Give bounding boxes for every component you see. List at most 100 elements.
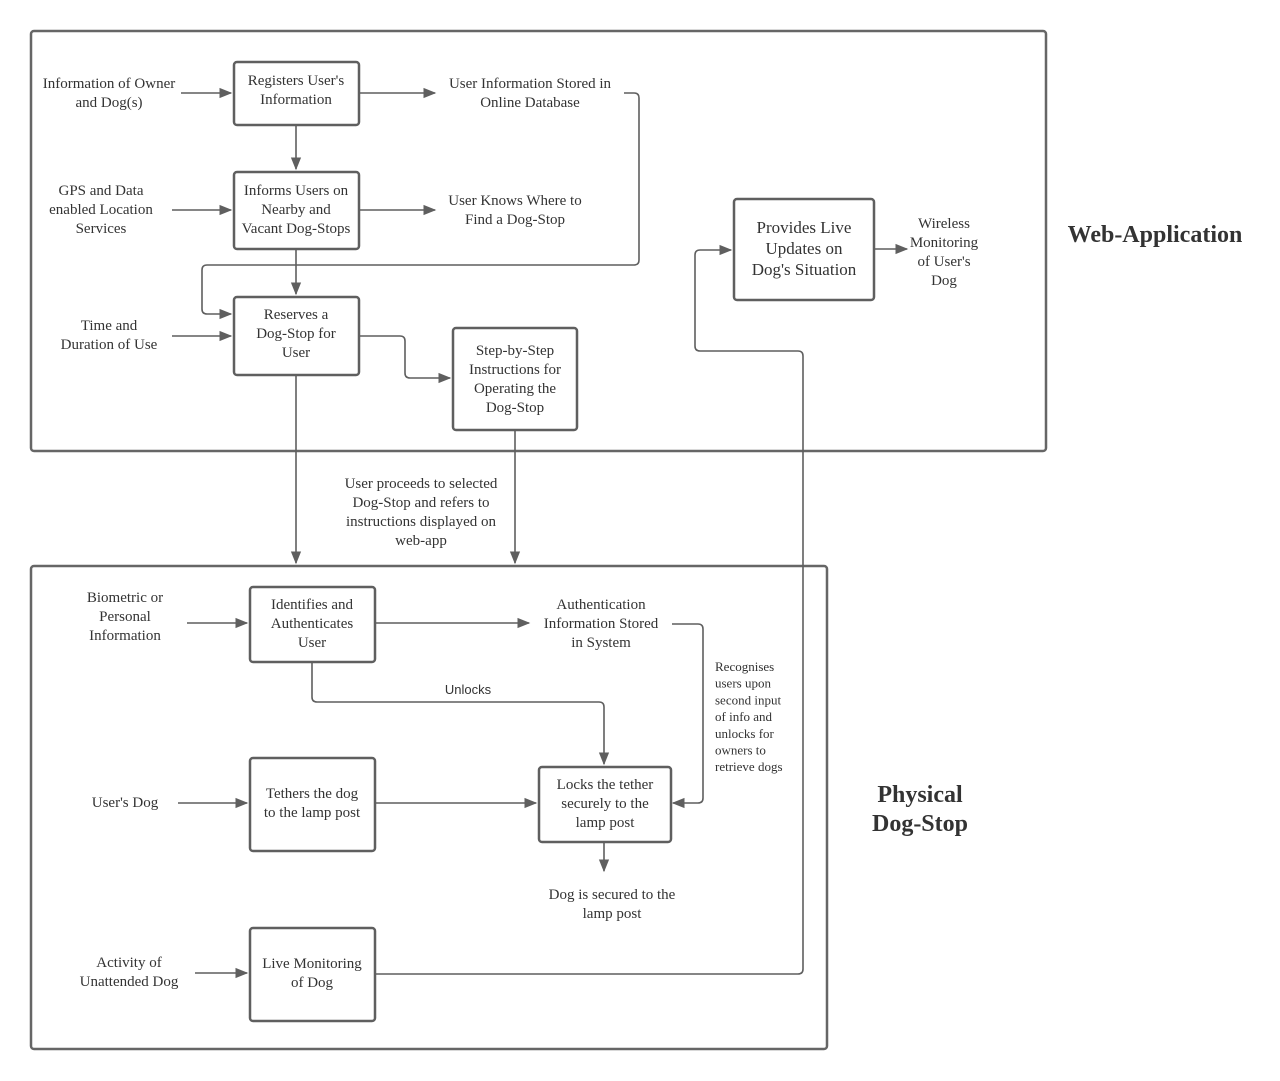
text-line: GPS and Data bbox=[59, 183, 144, 199]
identifies-box bbox=[248, 585, 377, 664]
text-line: Activity of bbox=[96, 955, 161, 971]
knows-where-label: User Knows Where to Find a Dog-Stop bbox=[448, 193, 581, 228]
text-line: Dog is secured to the bbox=[549, 887, 676, 903]
text-line: Authenticates bbox=[271, 616, 354, 632]
input-activity: Activity of Unattended Dog bbox=[80, 955, 179, 990]
text-line: Unattended Dog bbox=[80, 974, 179, 990]
text-line: Monitoring bbox=[910, 235, 979, 251]
text-line: Biometric or bbox=[87, 590, 163, 606]
arrow-stored-loop-to-reserves bbox=[201, 92, 640, 320]
text-line: lamp post bbox=[583, 906, 643, 922]
reserves-box bbox=[232, 295, 361, 377]
text-line: second input bbox=[715, 692, 781, 707]
text-line: Locks the tether bbox=[557, 777, 654, 793]
text-line: Recognises bbox=[715, 659, 774, 674]
secured-label: Dog is secured to the lamp post bbox=[549, 887, 676, 922]
text-line: users upon bbox=[715, 676, 771, 691]
text-line: User Information Stored in bbox=[449, 76, 612, 92]
input-owner-info: Information of Owner and Dog(s) bbox=[43, 76, 175, 111]
text-line: enabled Location bbox=[49, 202, 153, 218]
physical-dog-stop-frame bbox=[29, 564, 829, 1051]
text-line: instructions displayed on bbox=[346, 514, 496, 530]
text-line: Information of Owner bbox=[43, 76, 175, 92]
input-users-dog: User's Dog bbox=[92, 795, 159, 811]
text-line: Identifies and bbox=[271, 597, 354, 613]
text-line: Dog-Stop and refers to bbox=[352, 495, 489, 511]
text-line: Tethers the dog bbox=[266, 786, 359, 802]
live-updates-box bbox=[732, 197, 876, 302]
arrow-unlocks bbox=[311, 662, 610, 766]
text-line: Time and bbox=[81, 318, 138, 334]
text-line: Informs Users on bbox=[244, 183, 349, 199]
text-line: Wireless bbox=[918, 216, 970, 232]
arrow-monitoring-to-live-updates bbox=[375, 244, 804, 975]
locks-box bbox=[537, 765, 673, 844]
text-line: Step-by-Step bbox=[476, 343, 554, 359]
arrow-recognises-loop bbox=[671, 623, 704, 809]
tethers-label: Tethers the dog to the lamp post bbox=[264, 786, 361, 821]
text-line: Provides Live bbox=[757, 218, 852, 237]
physical-title-line2: Dog-Stop bbox=[872, 811, 968, 837]
text-line: Personal bbox=[99, 609, 151, 625]
text-line: Vacant Dog-Stops bbox=[242, 221, 351, 237]
text-line: Duration of Use bbox=[61, 337, 158, 353]
registers-box bbox=[232, 60, 361, 127]
text-line: in System bbox=[571, 635, 631, 651]
text-line: Nearby and bbox=[261, 202, 331, 218]
text-line: Find a Dog-Stop bbox=[465, 212, 565, 228]
informs-box bbox=[232, 170, 361, 251]
instructions-box bbox=[451, 326, 579, 432]
text-line: User bbox=[282, 345, 310, 361]
text-line: Operating the bbox=[474, 381, 556, 397]
text-line: Information bbox=[260, 92, 332, 108]
text-line: securely to the bbox=[561, 796, 649, 812]
web-application-frame bbox=[29, 29, 1048, 453]
text-line: User proceeds to selected bbox=[345, 476, 498, 492]
text-line: of info and bbox=[715, 709, 773, 724]
stored-db-label: User Information Stored in Online Databas… bbox=[449, 76, 612, 111]
text-line: to the lamp post bbox=[264, 805, 361, 821]
text-line: Dog's Situation bbox=[752, 260, 857, 279]
text-line: Dog bbox=[931, 273, 957, 289]
text-line: User's Dog bbox=[92, 795, 159, 811]
text-line: Live Monitoring bbox=[262, 956, 362, 972]
text-line: of User's bbox=[917, 254, 970, 270]
text-line: Updates on bbox=[766, 239, 843, 258]
web-application-title: Web-Application bbox=[1068, 222, 1243, 248]
text-line: and Dog(s) bbox=[75, 95, 142, 111]
text-line: User Knows Where to bbox=[448, 193, 581, 209]
text-line: User bbox=[298, 635, 326, 651]
text-line: Instructions for bbox=[469, 362, 561, 378]
text-line: retrieve dogs bbox=[715, 759, 783, 774]
live-monitoring-label: Live Monitoring of Dog bbox=[262, 956, 362, 991]
text-line: Online Database bbox=[480, 95, 580, 111]
live-monitoring-box bbox=[248, 926, 377, 1023]
tethers-box bbox=[248, 756, 377, 853]
text-line: web-app bbox=[395, 533, 447, 549]
arrow-reserves-to-instructions bbox=[359, 335, 452, 384]
text-line: Dog-Stop bbox=[486, 400, 544, 416]
unlocks-label: Unlocks bbox=[445, 682, 492, 697]
text-line: owners to bbox=[715, 743, 766, 758]
text-line: of Dog bbox=[291, 975, 334, 991]
text-line: Registers User's bbox=[248, 73, 345, 89]
text-line: lamp post bbox=[576, 815, 636, 831]
text-line: Dog-Stop for bbox=[256, 326, 336, 342]
text-line: unlocks for bbox=[715, 726, 775, 741]
text-line: Authentication bbox=[556, 597, 646, 613]
physical-title-line1: Physical bbox=[877, 782, 963, 808]
